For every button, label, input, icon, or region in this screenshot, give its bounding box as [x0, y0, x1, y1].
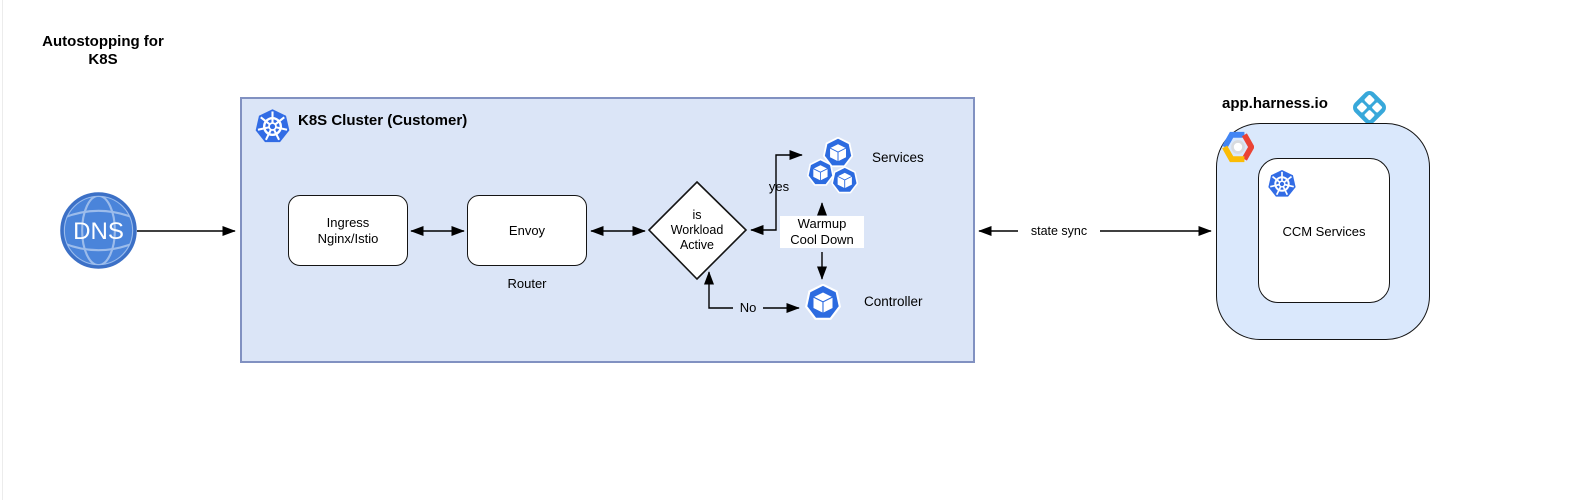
dns-node: DNS: [60, 192, 137, 269]
ccm-services-label: CCM Services: [1282, 224, 1366, 239]
envoy-label: Envoy: [508, 222, 546, 238]
envoy-node: Envoy: [467, 195, 587, 266]
dns-label: DNS: [73, 218, 124, 245]
decision-label: is Workload Active: [670, 208, 724, 252]
decision-diamond: [647, 180, 748, 281]
ingress-node: Ingress Nginx/Istio: [288, 195, 408, 266]
controller-workload-icon: [805, 284, 841, 322]
state-sync-label: state sync: [1018, 224, 1100, 238]
page-title-line2: K8S: [88, 51, 118, 68]
edge-label-yes: yes: [768, 179, 790, 194]
page-edge-line: [2, 0, 3, 500]
ingress-label: Ingress Nginx/Istio: [317, 214, 379, 246]
router-caption: Router: [507, 276, 547, 291]
page-title-line1: Autostopping for: [42, 33, 164, 50]
page-title: Autostopping for K8S: [18, 33, 188, 69]
gcp-hexagon-icon: [1222, 131, 1254, 163]
dns-globe-icon: DNS: [60, 192, 137, 269]
cluster-title: K8S Cluster (Customer): [298, 112, 468, 129]
kubernetes-icon-ccm: [1268, 169, 1296, 199]
edge-label-no: No: [733, 300, 763, 315]
harness-domain-label: app.harness.io: [1222, 95, 1328, 112]
services-label: Services: [872, 150, 924, 165]
kubernetes-icon: [255, 108, 290, 145]
controller-label: Controller: [864, 294, 923, 309]
edge-label-warmup-cooldown: Warmup Cool Down: [780, 216, 864, 248]
harness-logo-icon: [1350, 88, 1389, 127]
services-workloads-icon: [807, 137, 871, 205]
